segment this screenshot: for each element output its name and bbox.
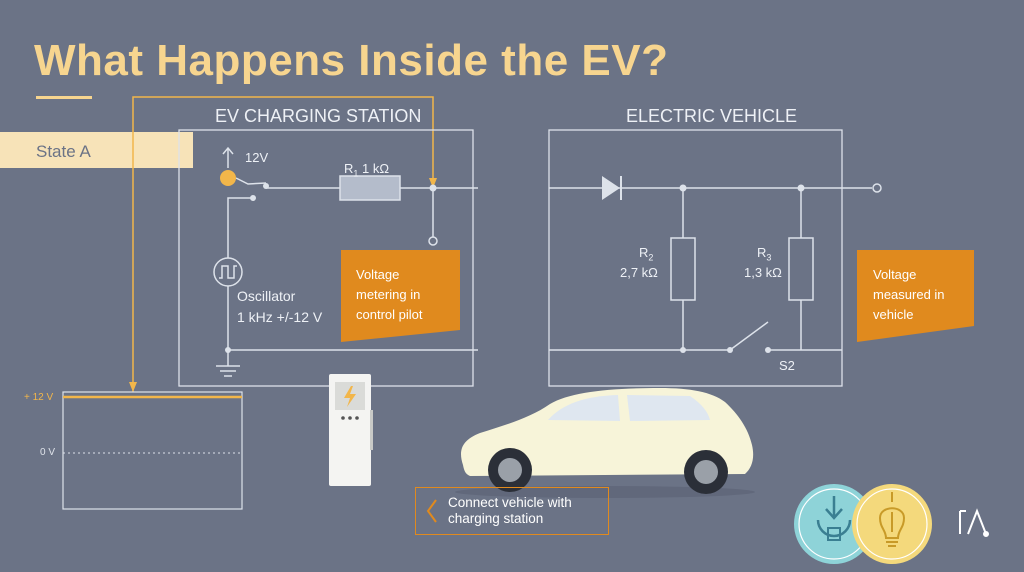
scope-tick-zero: 0 V [40, 447, 56, 458]
oscilloscope-frame [62, 391, 243, 510]
lightbulb-icon[interactable] [852, 484, 932, 564]
switch-s2-label: S2 [779, 358, 795, 373]
oscillator-icon [213, 257, 243, 287]
connect-vehicle-label: Connect vehicle with charging station [448, 495, 572, 526]
resistor-r2-name: R2 [639, 245, 654, 263]
signal-arrow-down [129, 382, 137, 392]
page-title: What Happens Inside the EV? [34, 36, 669, 85]
connect-vehicle-button[interactable] [415, 487, 609, 535]
title-underline [36, 96, 92, 99]
resistor-r1 [339, 175, 401, 201]
station-callout [341, 250, 460, 342]
scope-tick-top: + 12 V [24, 392, 54, 403]
metering-arrow-down [429, 178, 437, 188]
logo-icon [959, 508, 989, 537]
resistor-r2-value: 2,7 kΩ [620, 265, 658, 280]
vehicle-box-title: ELECTRIC VEHICLE [626, 106, 798, 126]
resistor-r3 [788, 237, 814, 301]
resistor-r1-label: R1 1 kΩ [344, 161, 390, 179]
vehicle-callout [857, 250, 974, 342]
vehicle-box [548, 129, 843, 387]
voltage-label: 12V [245, 150, 269, 165]
vehicle-circuit-lines [549, 187, 872, 351]
resistor-r2 [670, 237, 696, 301]
oscillator-spec: 1 kHz +/-12 V [237, 309, 323, 325]
resistor-r3-name: R3 [757, 245, 772, 263]
vehicle-callout-text: Voltage measured in vehicle [873, 267, 945, 322]
plug-download-icon[interactable] [794, 484, 874, 564]
charger-lightning-icon [344, 386, 356, 407]
station-callout-text: Voltage metering in control pilot [356, 267, 423, 322]
electric-car-graphic [455, 388, 755, 498]
resistor-r3-value: 1,3 kΩ [744, 265, 782, 280]
voltage-source-node [220, 170, 236, 186]
state-badge [0, 132, 193, 168]
state-label: State A [36, 142, 91, 161]
charging-station-graphic [329, 374, 373, 486]
station-box [178, 129, 474, 387]
signal-trace-line [132, 96, 434, 392]
oscillator-label: Oscillator [237, 288, 296, 304]
station-box-title: EV CHARGING STATION [215, 106, 422, 126]
diode-symbol [602, 176, 620, 200]
